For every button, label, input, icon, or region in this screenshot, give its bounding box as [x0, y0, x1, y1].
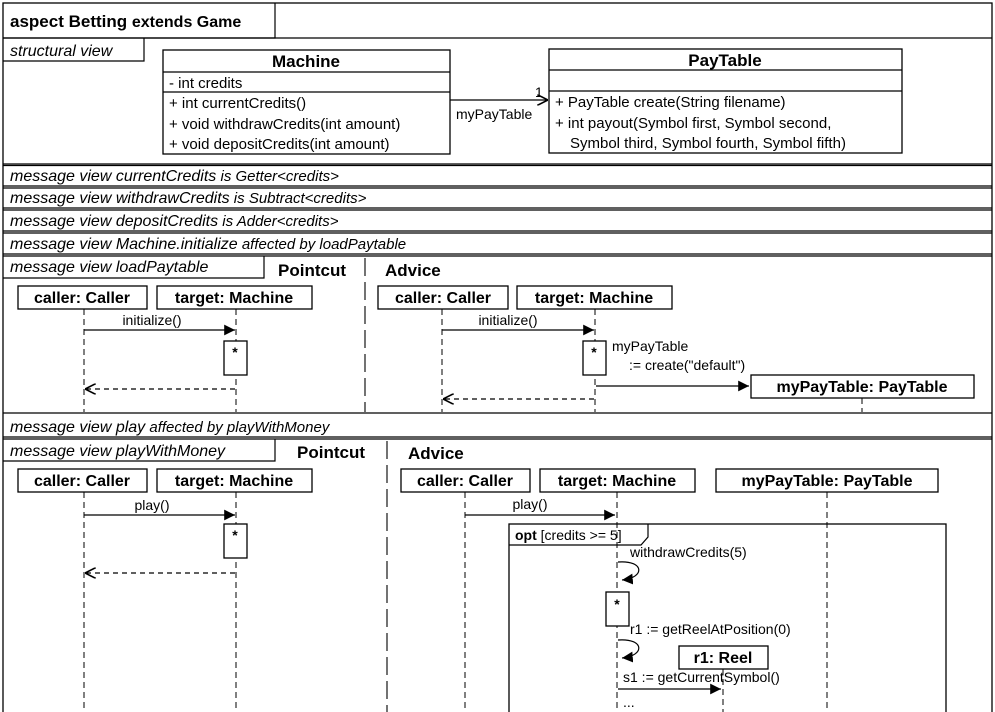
- lifeline-target-label: target: Machine: [558, 473, 676, 490]
- ellipsis: ...: [623, 694, 635, 710]
- lifeline-caller-label: caller: Caller: [34, 290, 130, 307]
- pointcut-execution: [223, 523, 248, 559]
- aspect-title: aspect Betting extends Game: [10, 12, 241, 31]
- message-view-currentcredits: message view currentCredits is Getter<cr…: [10, 168, 339, 185]
- paytable-class-name: PayTable: [688, 51, 761, 70]
- pointcut-play-label: play(): [134, 497, 169, 513]
- machine-operation: + int currentCredits(): [169, 95, 306, 112]
- lifeline-target-label: target: Machine: [175, 290, 293, 307]
- loadpaytable-pointcut-label: Pointcut: [278, 261, 346, 280]
- advice-play-label: play(): [512, 496, 547, 512]
- paytable-class[interactable]: [548, 48, 903, 154]
- lifeline-target[interactable]: [156, 468, 313, 493]
- lifeline-reel-label: r1: Reel: [694, 650, 753, 667]
- opt-fragment[interactable]: [508, 523, 947, 712]
- withdraw-message-label: withdrawCredits(5): [629, 544, 747, 560]
- machine-operation: + void depositCredits(int amount): [169, 136, 390, 153]
- wildcard-label: *: [232, 344, 238, 360]
- message-view-machine-initialize: message view Machine.initialize affected…: [10, 236, 406, 253]
- message-view-depositcredits: message view depositCredits is Adder<cre…: [10, 213, 339, 230]
- paytable-operation: + int payout(Symbol first, Symbol second…: [555, 115, 831, 132]
- loadpaytable-tab: [3, 256, 265, 279]
- message-view-withdrawcredits: message view withdrawCredits is Subtract…: [10, 190, 367, 207]
- assignment-label-line2: := create("default"): [629, 357, 745, 373]
- lifeline-caller[interactable]: [17, 285, 148, 310]
- assignment-label-line1: myPayTable: [612, 338, 688, 354]
- association-multiplicity: 1: [535, 84, 543, 100]
- withdraw-self-message[interactable]: [617, 561, 640, 585]
- structural-view-label: structural view: [10, 43, 114, 60]
- lifeline-caller[interactable]: [377, 285, 509, 310]
- opt-fragment-label: opt [credits >= 5]: [515, 527, 622, 543]
- advice-execution: [605, 591, 630, 627]
- association-role: myPayTable: [456, 106, 532, 122]
- lifeline-caller-label: caller: Caller: [395, 290, 491, 307]
- paytable-operation: Symbol third, Symbol fourth, Symbol fift…: [570, 135, 846, 152]
- lifeline-caller[interactable]: [17, 468, 148, 493]
- playwithmoney-pointcut-label: Pointcut: [297, 443, 365, 462]
- pointcut-initialize-label: initialize(): [122, 312, 181, 328]
- playwithmoney-label: message view playWithMoney: [10, 443, 226, 460]
- playwithmoney-advice-label: Advice: [408, 444, 464, 463]
- lifeline-mypaytable-label: myPayTable: PayTable: [776, 379, 947, 396]
- getreel-message-label: r1 := getReelAtPosition(0): [630, 621, 791, 637]
- machine-operation: + void withdrawCredits(int amount): [169, 116, 400, 133]
- message-view-play: message view play affected by playWithMo…: [10, 419, 331, 436]
- wildcard-label: *: [591, 344, 597, 360]
- paytable-operation: + PayTable create(String filename): [555, 94, 786, 111]
- loadpaytable-label: message view loadPaytable: [10, 259, 208, 276]
- machine-attribute: - int credits: [169, 75, 242, 92]
- playwithmoney-tab: [3, 439, 276, 462]
- lifeline-target-label: target: Machine: [175, 473, 293, 490]
- lifeline-target-label: target: Machine: [535, 290, 653, 307]
- lifeline-caller-label: caller: Caller: [417, 473, 513, 490]
- opt-fragment-tab: [509, 524, 649, 546]
- loadpaytable-advice-label: Advice: [385, 261, 441, 280]
- machine-class[interactable]: [162, 49, 451, 155]
- wildcard-label: *: [232, 527, 238, 543]
- pointcut-execution: [223, 340, 248, 376]
- machine-class-name: Machine: [272, 52, 340, 71]
- advice-initialize-label: initialize(): [478, 312, 537, 328]
- wildcard-label: *: [614, 596, 620, 612]
- lifeline-target[interactable]: [156, 285, 313, 310]
- getreel-self-message[interactable]: [617, 639, 640, 663]
- advice-execution: [582, 340, 607, 376]
- getsymbol-message-label: s1 := getCurrentSymbol(): [623, 669, 780, 685]
- lifeline-mypaytable-label: myPayTable: PayTable: [741, 473, 912, 490]
- structural-view-tab: [3, 38, 145, 62]
- lifeline-caller-label: caller: Caller: [34, 473, 130, 490]
